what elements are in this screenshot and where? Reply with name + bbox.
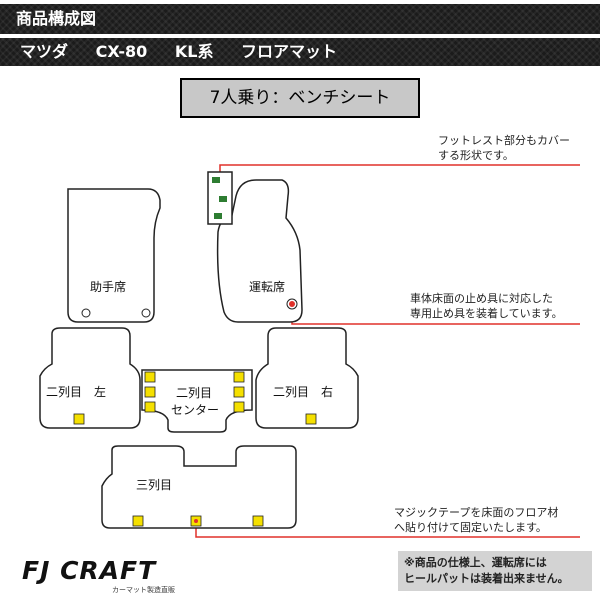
callout-fastener: 車体床面の止め具に対応した 専用止め具を装着しています。 [410,291,563,321]
header-product: フロアマット [241,42,338,61]
spec-note: ※商品の仕様上、運転席には ヒールパットは装着出来ません。 [398,551,592,591]
driver-fastener-hole [289,301,295,307]
header-product-bar: マツダ CX-80 KL系 フロアマット [0,38,600,66]
callout-tape: マジックテープを床面のフロア材 へ貼り付けて固定いたします。 [394,505,558,535]
passenger-mat [67,188,161,323]
fastener-leader-line [291,304,580,325]
driver-mat-label: 運転席 [249,279,285,294]
spec-note-line1: ※商品の仕様上、運転席には [404,556,547,569]
row3-mat-label: 三列目 [136,478,172,492]
row2-right-mat-label: 二列目 右 [273,384,333,399]
header-model: CX-80 [95,42,148,61]
row2-center-velcro [144,371,156,383]
spec-note-line2: ヒールパットは装着出来ません。 [404,572,569,585]
row2-center-velcro [233,371,245,383]
header-maker: マツダ [20,42,69,61]
row2-left-mat-label: 二列目 左 [46,384,106,399]
row3-velcro [132,515,144,527]
row2-center-velcro [233,386,245,398]
row3-velcro [252,515,264,527]
footrest-velcro-tab [212,177,220,183]
row2-center-velcro [233,401,245,413]
brand-logo: FJ CRAFT [22,556,157,585]
header-series: KL系 [174,42,214,61]
header-title: 商品構成図 [16,9,97,28]
callout-footrest: フットレスト部分もカバー する形状です。 [438,133,570,163]
passenger-fastener-hole [81,308,91,318]
row2-center-velcro [144,386,156,398]
brand-tagline: カーマット製造直販 [112,586,175,594]
callout-footrest-line2: する形状です。 [438,149,514,162]
row3-mat [101,445,297,529]
passenger-fastener-hole [141,308,151,318]
footrest-velcro-tab [219,196,227,202]
row2-center-mat-label-line1: 二列目 [176,386,212,400]
callout-fastener-line1: 車体床面の止め具に対応した [410,292,553,305]
callout-fastener-line2: 専用止め具を装着しています。 [410,307,563,320]
row2-center-velcro [144,401,156,413]
passenger-mat-label: 助手席 [90,279,126,294]
header-title-bar: 商品構成図 [0,4,600,34]
seat-layout-label: 7人乗り：ベンチシート [180,78,420,118]
row2-left-mat [39,327,141,429]
row2-center-mat-label-line2: センター [171,403,219,417]
tape-leader-dot [194,519,198,523]
callout-footrest-line1: フットレスト部分もカバー [438,134,570,147]
row2-right-velcro [305,413,317,425]
footrest-velcro-tab [214,213,222,219]
row2-center-mat [141,369,253,433]
callout-tape-line1: マジックテープを床面のフロア材 [394,506,559,519]
row2-right-mat [255,327,359,429]
driver-fastener-ring [286,298,298,310]
row2-left-velcro [73,413,85,425]
driver-mat [216,179,303,323]
callout-tape-line2: へ貼り付けて固定いたします。 [394,521,547,534]
